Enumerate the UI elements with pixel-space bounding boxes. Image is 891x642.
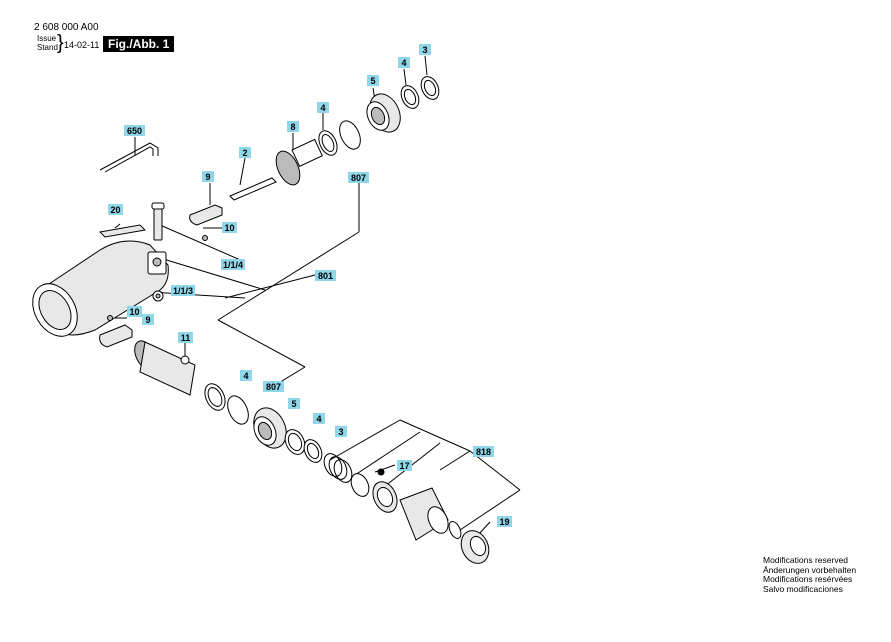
bearing-part-lower (253, 407, 287, 449)
screw-part (151, 202, 165, 241)
callout-9b: 9 (142, 314, 154, 325)
callout-1-1-4-text: 1/1/4 (223, 260, 243, 270)
callout-818: 818 (473, 446, 494, 457)
ball-part-17 (377, 468, 385, 476)
callout-3a-text: 3 (422, 45, 427, 55)
callout-11-text: 11 (181, 333, 191, 343)
callout-807b: 807 (263, 381, 284, 392)
callout-19: 19 (497, 516, 512, 527)
callout-4c: 4 (240, 370, 252, 381)
ball-part-upper (202, 235, 208, 241)
callout-1-1-3-text: 1/1/3 (173, 286, 193, 296)
label-plate-part (98, 224, 147, 238)
callout-19-text: 19 (499, 517, 509, 527)
callout-9a-text: 9 (205, 172, 210, 182)
callout-10a: 10 (222, 222, 237, 233)
circlip-part-lower (227, 395, 249, 425)
callout-4c-text: 4 (243, 371, 248, 381)
callout-2: 2 (239, 147, 251, 158)
disclaimer-line-es: Salvo modificaciones (763, 583, 843, 594)
callout-1-1-3: 1/1/3 (171, 285, 195, 296)
ring-part-sleeve (350, 473, 370, 497)
callout-20-text: 20 (110, 205, 120, 215)
spindle-part (134, 340, 196, 396)
leader-lines (114, 55, 521, 536)
callout-10b: 10 (127, 306, 142, 317)
callout-5a: 5 (367, 75, 379, 86)
callout-801: 801 (315, 270, 336, 281)
disclaimer-line-de: Änderungen vorbehalten (763, 564, 857, 575)
callout-5b: 5 (288, 398, 300, 409)
callout-3a: 3 (419, 44, 431, 55)
callout-11: 11 (178, 332, 193, 343)
callout-4b-text: 4 (401, 58, 406, 68)
stand-label: Stand (37, 43, 58, 52)
callout-labels: 650 9 2 8 4 5 4 3 807 20 10 1/1/4 801 1/… (108, 44, 512, 527)
callout-801-text: 801 (318, 271, 333, 281)
callout-5b-text: 5 (291, 399, 296, 409)
callout-20: 20 (108, 204, 123, 215)
callout-650: 650 (124, 125, 145, 136)
callout-807b-text: 807 (266, 382, 281, 392)
pin-part-upper (189, 204, 223, 226)
callout-2-text: 2 (242, 148, 247, 158)
spring-part (323, 453, 353, 483)
callout-807a: 807 (348, 172, 369, 183)
angle-housing-part (32, 240, 169, 337)
disclaimer-line-en: Modifications reserved (763, 555, 849, 565)
disclaimer-line-fr: Modifications resérvées (763, 574, 853, 584)
callout-9b-text: 9 (145, 315, 150, 325)
sleeve-part (399, 487, 449, 541)
callout-8: 8 (287, 121, 299, 132)
pin-part-lower (99, 324, 133, 348)
issue-date: 14-02-11 (64, 40, 100, 50)
callout-4a-text: 4 (320, 103, 325, 113)
callout-3b: 3 (335, 426, 347, 437)
figure-label: Fig./Abb. 1 (103, 36, 175, 52)
modifications-disclaimer: Modifications reserved Änderungen vorbeh… (763, 555, 857, 594)
issue-label: Issue (37, 34, 57, 43)
ball-part-lower (107, 315, 113, 321)
callout-818-text: 818 (476, 447, 491, 457)
bearing-part-upper (366, 93, 401, 133)
chuck-nut-part (460, 530, 490, 564)
brace-symbol: } (57, 32, 64, 54)
part-number: 2 608 000 A00 (34, 22, 99, 33)
callout-1-1-4: 1/1/4 (221, 259, 245, 270)
callout-4d: 4 (313, 413, 325, 424)
callout-650-text: 650 (127, 126, 142, 136)
bevel-gear-part-upper (275, 138, 323, 186)
callout-17-text: 17 (399, 461, 409, 471)
callout-10b-text: 10 (129, 307, 139, 317)
callout-4a: 4 (317, 102, 329, 113)
callout-4b: 4 (398, 57, 410, 68)
callout-4d-text: 4 (316, 414, 321, 424)
circlip-part-upper (339, 120, 361, 150)
callout-3b-text: 3 (338, 427, 343, 437)
callout-17: 17 (397, 460, 412, 471)
callout-9a: 9 (202, 171, 214, 182)
hex-key-part (99, 142, 159, 173)
callout-807a-text: 807 (351, 173, 366, 183)
callout-8-text: 8 (290, 122, 295, 132)
callout-10a-text: 10 (224, 223, 234, 233)
circlip-part-small (448, 521, 462, 539)
shaft-part (229, 177, 277, 201)
callout-5a-text: 5 (370, 76, 375, 86)
